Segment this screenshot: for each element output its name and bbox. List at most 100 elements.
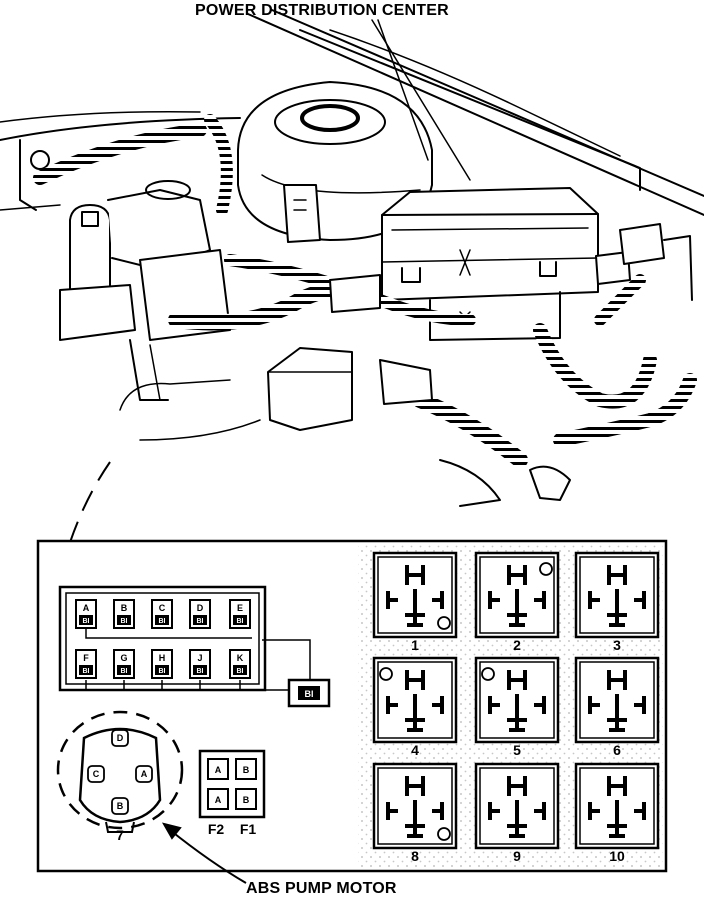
side-plug-face [298, 686, 320, 700]
terminal-mark: BI [197, 668, 204, 675]
relay-terminal-center [607, 694, 627, 732]
relay-terminal-left [488, 696, 500, 714]
relay-socket-inner [579, 556, 655, 634]
relay-socket-5: 5 [474, 656, 560, 758]
terminal-mark: BI [121, 668, 128, 675]
relay-index-circle [379, 667, 393, 681]
relay-terminal-top [607, 565, 627, 585]
relay-terminal-center [405, 694, 425, 732]
relay-terminal-right [534, 591, 546, 609]
fuse-cell-1 [207, 758, 229, 780]
relay-socket-inner [579, 661, 655, 739]
relay-terminal-right [534, 696, 546, 714]
relay-socket-inner [579, 767, 655, 845]
relay-terminal-top [607, 670, 627, 690]
relay-socket-grid: 1 2 3 4 5 6 8 9 10 [372, 551, 660, 864]
pump-pin-b [111, 797, 129, 815]
relay-socket-10: 10 [574, 762, 660, 864]
terminal-mark: BI [237, 668, 244, 675]
relay-terminal-right [432, 591, 444, 609]
pump-connector-latch [105, 821, 135, 833]
relay-socket-number: 5 [513, 742, 521, 758]
relay-socket-number: 9 [513, 848, 521, 864]
pump-pin-c [87, 765, 105, 783]
fuse-label-f1: F1 [240, 821, 257, 837]
relay-socket-inner [377, 661, 453, 739]
terminal-mark-box [79, 615, 93, 625]
relay-socket-number: 10 [609, 848, 625, 864]
abs-pump-callout-arrow [161, 822, 247, 884]
fuse-cell-4 [235, 788, 257, 810]
relay-terminal-right [634, 591, 646, 609]
wire-bottom-row [85, 680, 290, 691]
engine-bay-illustration [0, 9, 704, 507]
wire-to-plug [262, 639, 311, 680]
terminal-letter-c: C [159, 603, 166, 613]
relay-socket-number: 3 [613, 637, 621, 653]
relay-socket-inner [479, 661, 555, 739]
terminal-letter-a: A [83, 603, 90, 613]
relay-terminal-top [405, 670, 425, 690]
terminal-mark-box [193, 665, 207, 675]
fuse-cell-2 [235, 758, 257, 780]
fuse-cell-label-3: A [215, 795, 222, 805]
relay-socket-2: 2 [474, 551, 560, 653]
terminal-mark: BI [83, 668, 90, 675]
pump-connector-dashed-outline [56, 710, 184, 830]
fuse-cell-label-2: B [243, 765, 250, 775]
terminal-mark: BI [121, 618, 128, 625]
relay-socket-8: 8 [372, 762, 458, 864]
relay-index-circle [539, 562, 553, 576]
terminal-mark-box [233, 615, 247, 625]
relay-socket-3: 3 [574, 551, 660, 653]
pump-pin-a [135, 765, 153, 783]
relay-socket-9: 9 [474, 762, 560, 864]
terminal-mark-box [155, 665, 169, 675]
relay-terminal-center [405, 589, 425, 627]
pump-pin-label-d: D [117, 733, 124, 743]
relay-socket-6: 6 [574, 656, 660, 758]
relay-terminal-left [488, 802, 500, 820]
relay-socket-inner [377, 556, 453, 634]
relay-terminal-center [607, 800, 627, 838]
terminal-letter-g: G [120, 653, 127, 663]
relay-terminal-right [432, 802, 444, 820]
relay-index-circle [437, 616, 451, 630]
terminal-letter-k: K [237, 653, 244, 663]
relay-terminal-left [488, 591, 500, 609]
relay-terminal-top [405, 565, 425, 585]
fuse-cell-label-1: A [215, 765, 222, 775]
relay-socket-4: 4 [372, 656, 458, 758]
relay-terminal-left [588, 591, 600, 609]
relay-index-circle [481, 667, 495, 681]
terminal-letter-j: J [197, 653, 202, 663]
fuse-block-f1-f2: A B A B F2 F1 [198, 749, 266, 837]
relay-terminal-center [607, 589, 627, 627]
fuse-cell-label-4: B [243, 795, 250, 805]
terminal-letter-h: H [159, 653, 166, 663]
pump-pin-d [111, 729, 129, 747]
pump-connector-number: 7 [116, 827, 124, 843]
relay-terminal-left [386, 696, 398, 714]
terminal-mark: BI [159, 668, 166, 675]
relay-terminal-center [507, 694, 527, 732]
relay-socket-1: 1 [372, 551, 458, 653]
relay-terminal-center [507, 589, 527, 627]
relay-socket-inner [479, 556, 555, 634]
terminal-letter-f: F [83, 653, 89, 663]
relay-terminal-top [607, 776, 627, 796]
wire-top-row [85, 628, 252, 639]
relay-socket-inner [377, 767, 453, 845]
terminal-mark-box [193, 615, 207, 625]
relay-terminal-left [588, 802, 600, 820]
relay-terminal-left [386, 591, 398, 609]
relay-socket-number: 2 [513, 637, 521, 653]
terminal-mark-box [233, 665, 247, 675]
relay-terminal-right [634, 696, 646, 714]
abs-pump-motor-label: ABS PUMP MOTOR [246, 880, 397, 897]
fuse-label-f2: F2 [208, 821, 225, 837]
relay-terminal-center [405, 800, 425, 838]
relay-terminal-top [507, 565, 527, 585]
